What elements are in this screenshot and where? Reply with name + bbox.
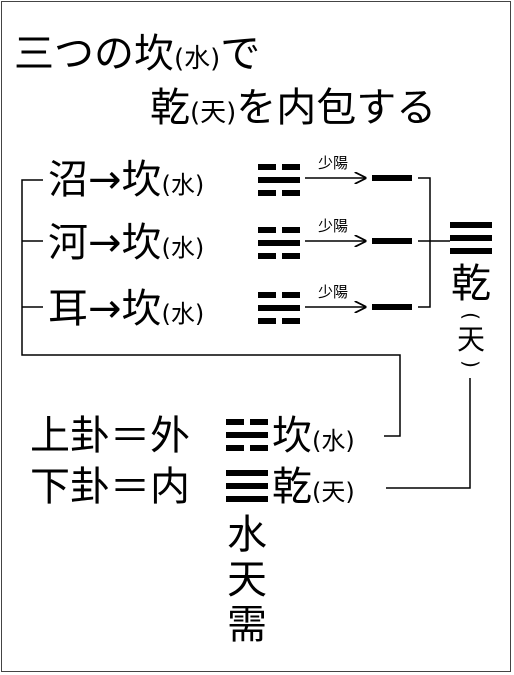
row-3-arrow: → — [88, 286, 122, 332]
lower-label: 下卦＝内 — [30, 464, 190, 510]
lower-name: 乾 — [272, 464, 312, 510]
lower-qian-trigram-icon — [226, 470, 268, 504]
qian-connector-line — [386, 378, 471, 489]
row-1-arrow: → — [88, 157, 122, 203]
upper-name-text: 坎(水) — [272, 416, 355, 456]
hexagram-name-char-1: 水 — [227, 512, 267, 558]
right-bracket-line — [418, 177, 431, 308]
row-1-target: 坎 — [121, 157, 162, 203]
upper-label: 上卦＝外 — [30, 413, 190, 459]
upper-kan-trigram-icon — [226, 419, 268, 453]
title2-main-text: 乾 — [150, 85, 190, 131]
row-2-target: 坎 — [121, 220, 162, 266]
title-paren-text: (水) — [174, 44, 221, 74]
row-3-text: 耳→坎(水) — [48, 289, 204, 329]
upper-paren: (水) — [312, 427, 355, 455]
row-2-kan-trigram-icon — [258, 227, 300, 261]
row-1-text: 沼→坎(水) — [48, 160, 204, 200]
qian-trigram-icon — [450, 222, 492, 256]
qian-paren-text: 天 — [456, 323, 485, 356]
title-line-1: 三つの坎(水)で — [14, 34, 260, 74]
title-end-text: で — [220, 31, 261, 77]
hexagram-name-char-3: 需 — [227, 602, 267, 648]
title2-end-text: を内包する — [236, 85, 437, 131]
row-1-yang-line-icon — [372, 175, 412, 182]
row-1-kan-trigram-icon — [258, 164, 300, 198]
row-1-change-label: 少陽 — [318, 154, 349, 172]
hexagram-name-char-2: 天 — [227, 557, 267, 603]
qian-paren-close: ) — [459, 360, 483, 368]
row-2-change-label: 少陽 — [318, 217, 349, 235]
row-2-arrow: → — [88, 220, 122, 266]
lower-name-text: 乾(天) — [272, 467, 355, 507]
title-line-2: 乾(天)を内包する — [150, 88, 436, 128]
row-1-source: 沼 — [48, 157, 88, 203]
row-1-paren: (水) — [161, 171, 205, 199]
upper-name: 坎 — [272, 413, 312, 459]
row-3-source: 耳 — [48, 286, 88, 332]
lower-paren: (天) — [312, 478, 355, 506]
row-2-paren: (水) — [161, 234, 205, 262]
title-main-text: 三つの坎 — [14, 31, 174, 77]
row-2-source: 河 — [48, 220, 88, 266]
row-2-text: 河→坎(水) — [48, 223, 204, 263]
qian-name: 乾 — [451, 261, 491, 307]
row-3-yang-line-icon — [372, 304, 412, 311]
row-3-paren: (水) — [161, 300, 205, 328]
left-bracket-line — [21, 179, 401, 437]
title2-paren-text: (天) — [190, 98, 237, 128]
row-3-change-label: 少陽 — [318, 283, 349, 301]
row-3-kan-trigram-icon — [258, 292, 300, 326]
row-2-yang-line-icon — [372, 238, 412, 245]
row-3-target: 坎 — [121, 286, 162, 332]
